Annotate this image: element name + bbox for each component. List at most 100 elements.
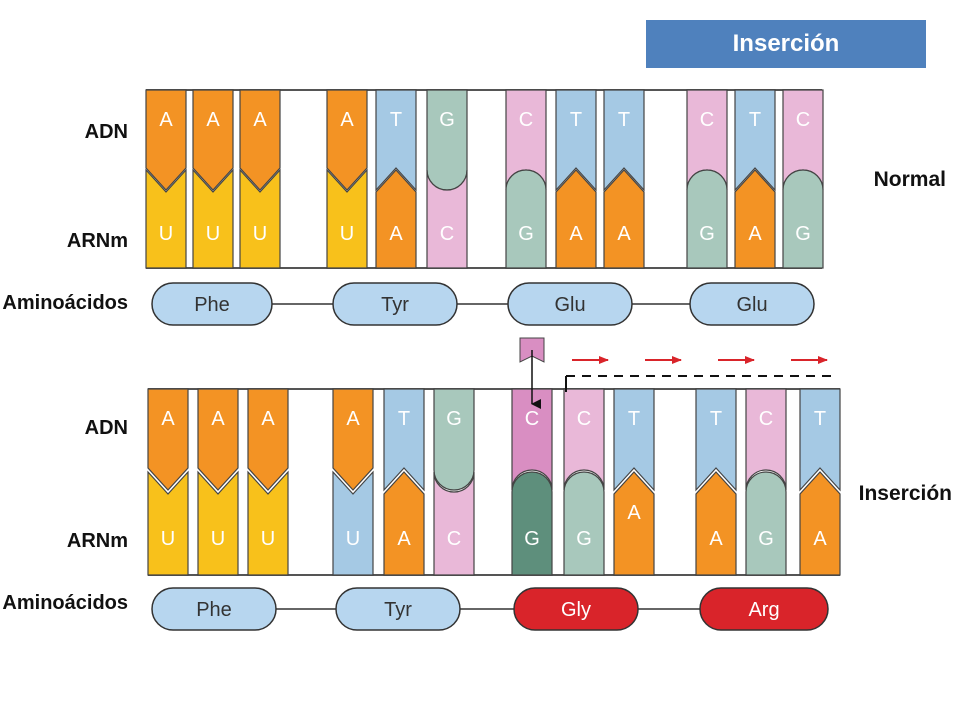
dna-base-letter: A bbox=[340, 109, 354, 131]
dna-base-t bbox=[695, 388, 737, 492]
dna-row-label-normal: ADN bbox=[85, 121, 128, 143]
dna-base-t bbox=[383, 388, 425, 492]
mrna-base-letter: U bbox=[206, 223, 220, 245]
mrna-base-letter: A bbox=[709, 528, 723, 550]
mrna-base-letter: A bbox=[748, 223, 762, 245]
mrna-base-g bbox=[505, 169, 547, 269]
mrna-base-letter: U bbox=[346, 528, 360, 550]
mrna-base-u bbox=[197, 470, 239, 576]
mrna-base-letter: U bbox=[340, 223, 354, 245]
amino-acid-pill bbox=[689, 282, 815, 326]
amino-acid-label: Tyr bbox=[381, 294, 409, 316]
dna-base-letter: G bbox=[446, 408, 462, 430]
dna-base-a bbox=[332, 388, 374, 491]
mrna-base-letter: A bbox=[813, 528, 827, 550]
mrna-base-letter: G bbox=[518, 223, 534, 245]
mrna-base-c bbox=[426, 169, 468, 269]
amino-acid-pill bbox=[513, 587, 639, 631]
amino-acid-label: Glu bbox=[554, 294, 585, 316]
mrna-base-u bbox=[192, 168, 234, 269]
amino-acid-label: Arg bbox=[748, 599, 779, 621]
amino-row-label-normal: Aminoácidos bbox=[2, 292, 128, 314]
dna-base-letter: C bbox=[759, 408, 773, 430]
mrna-base-letter: U bbox=[253, 223, 267, 245]
dna-base-letter: A bbox=[161, 408, 175, 430]
amino-acid-label: Gly bbox=[561, 599, 591, 621]
mrna-base-g bbox=[782, 169, 824, 269]
mrna-base-letter: G bbox=[758, 528, 774, 550]
mrna-base-letter: U bbox=[161, 528, 175, 550]
dna-base-letter: A bbox=[346, 408, 360, 430]
dna-base-letter: T bbox=[814, 408, 826, 430]
amino-acid-label: Phe bbox=[196, 599, 232, 621]
mrna-base-letter: A bbox=[617, 223, 631, 245]
amino-acid-pill bbox=[151, 282, 273, 326]
mrna-base-letter: C bbox=[447, 528, 461, 550]
dna-base-letter: A bbox=[261, 408, 275, 430]
dna-base-a bbox=[247, 388, 289, 491]
mrna-base-letter: G bbox=[699, 223, 715, 245]
mrna-row-label-insertion: ARNm bbox=[67, 530, 128, 552]
mrna-base-letter: U bbox=[261, 528, 275, 550]
dna-base-a bbox=[239, 89, 281, 191]
amino-acid-pill bbox=[332, 282, 458, 326]
mrna-base-g bbox=[745, 471, 787, 576]
dna-base-a bbox=[326, 89, 368, 191]
mrna-base-a bbox=[603, 169, 645, 269]
amino-acid-pill bbox=[335, 587, 461, 631]
mrna-base-a bbox=[695, 471, 737, 576]
dna-base-t bbox=[555, 89, 597, 192]
dna-base-t bbox=[613, 388, 655, 492]
title-banner: Inserción bbox=[646, 20, 926, 68]
dna-base-letter: C bbox=[525, 408, 539, 430]
dna-base-letter: A bbox=[211, 408, 225, 430]
dna-base-a bbox=[145, 89, 187, 191]
dna-base-a bbox=[197, 388, 239, 491]
mrna-base-letter: G bbox=[524, 528, 540, 550]
dna-base-t bbox=[734, 89, 776, 192]
mrna-base-a bbox=[375, 169, 417, 269]
mrna-base-u bbox=[145, 168, 187, 269]
dna-base-letter: C bbox=[700, 109, 714, 131]
mrna-base-u bbox=[326, 168, 368, 269]
dna-base-letter: T bbox=[390, 109, 402, 131]
amino-acid-label: Phe bbox=[194, 294, 230, 316]
mrna-base-u bbox=[247, 470, 289, 576]
mrna-base-a bbox=[555, 169, 597, 269]
mrna-base-a bbox=[383, 471, 425, 576]
dna-base-letter: A bbox=[206, 109, 220, 131]
amino-acid-label: Tyr bbox=[384, 599, 412, 621]
mrna-base-g bbox=[563, 471, 605, 576]
amino-row-label-insertion: Aminoácidos bbox=[2, 592, 128, 614]
dna-base-letter: T bbox=[628, 408, 640, 430]
dna-base-letter: C bbox=[577, 408, 591, 430]
mrna-base-letter: C bbox=[440, 223, 454, 245]
dna-base-a bbox=[192, 89, 234, 191]
amino-acid-pill bbox=[699, 587, 829, 631]
mrna-base-letter: G bbox=[576, 528, 592, 550]
mrna-base-c bbox=[433, 471, 475, 576]
mrna-base-letter: U bbox=[211, 528, 225, 550]
insertion-marker bbox=[519, 337, 836, 409]
dna-base-letter: G bbox=[439, 109, 455, 131]
mrna-base-u bbox=[332, 470, 374, 576]
mrna-row-label-normal: ARNm bbox=[67, 230, 128, 252]
dna-base-letter: A bbox=[159, 109, 173, 131]
mrna-base-g bbox=[686, 169, 728, 269]
mrna-base-a bbox=[799, 471, 841, 576]
mrna-base-letter: A bbox=[389, 223, 403, 245]
mrna-base-letter: A bbox=[627, 502, 641, 524]
mrna-base-u bbox=[147, 470, 189, 576]
mrna-base-a bbox=[734, 169, 776, 269]
amino-acid-label: Glu bbox=[736, 294, 767, 316]
dna-base-t bbox=[799, 388, 841, 492]
dna-base-t bbox=[603, 89, 645, 192]
dna-base-letter: T bbox=[570, 109, 582, 131]
amino-acid-pill bbox=[507, 282, 633, 326]
dna-base-a bbox=[147, 388, 189, 491]
panel-label-normal: Normal bbox=[874, 168, 946, 191]
mrna-base-g bbox=[511, 471, 553, 576]
